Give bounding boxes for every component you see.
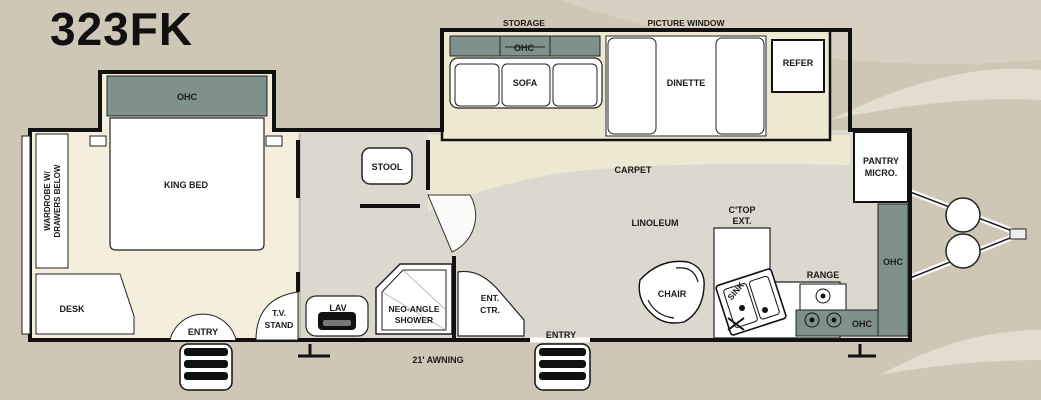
- storage-label: STORAGE: [503, 18, 545, 28]
- shower-label-line1: NEO-ANGLE: [389, 304, 440, 314]
- lav-label: LAV: [329, 303, 346, 313]
- propane-tank: [945, 197, 981, 233]
- refrigerator: [771, 39, 825, 93]
- ohc-bed-label: OHC: [177, 92, 198, 102]
- pantry-microwave: [853, 131, 909, 203]
- king-bed: [109, 117, 265, 251]
- kitchen-ohc: [795, 309, 879, 337]
- linoleum-label: LINOLEUM: [632, 218, 679, 228]
- picture-window-label: PICTURE WINDOW: [648, 18, 726, 28]
- desk-label: DESK: [59, 304, 85, 314]
- entry-door-bedroom: [169, 313, 237, 341]
- nightstand: [265, 135, 283, 147]
- propane-tank: [945, 233, 981, 269]
- slideout: [440, 28, 832, 142]
- entry-steps-bedroom: [179, 343, 233, 391]
- ctop-label-line2: EXT.: [732, 216, 751, 226]
- ohc-kitchen-label: OHC: [852, 319, 873, 329]
- range-label: RANGE: [807, 270, 840, 280]
- stool-label: STOOL: [372, 162, 403, 172]
- ent-label-line1: ENT.: [481, 293, 499, 303]
- dinette-label: DINETTE: [667, 78, 706, 88]
- range: [799, 283, 847, 311]
- sofa-label: SOFA: [513, 78, 538, 88]
- refer-label: REFER: [783, 58, 814, 68]
- tv-label-line1: T.V.: [272, 308, 286, 318]
- ohc-top-label: OHC: [514, 43, 535, 53]
- awning-label: 21' AWNING: [412, 355, 463, 365]
- sofa: [449, 57, 603, 109]
- recliner-chair: [638, 260, 705, 324]
- chair-label: CHAIR: [658, 289, 687, 299]
- hitch: [903, 187, 1027, 283]
- ohc-cabinet: [449, 35, 601, 57]
- pantry-label-line1: PANTRY: [863, 156, 899, 166]
- wardrobe-label-line2: DRAWERS BELOW: [53, 164, 62, 237]
- toilet: [361, 147, 413, 185]
- wardrobe-label-line1: WARDROBE W/: [43, 170, 52, 230]
- rear-window: [21, 135, 31, 335]
- kitchen-sink: [715, 268, 787, 336]
- ent-label-line2: CTR.: [480, 305, 500, 315]
- model-number: 323FK: [50, 3, 194, 55]
- pantry-label-line2: MICRO.: [865, 168, 898, 178]
- bedroom-ohc: [106, 75, 268, 117]
- ohc-right-label: OHC: [883, 257, 904, 267]
- entry-steps-main: [534, 343, 591, 391]
- entry-bed-label: ENTRY: [188, 327, 218, 337]
- tv-label-line2: STAND: [265, 320, 294, 330]
- tv-stand: [255, 291, 299, 341]
- king-bed-label: KING BED: [164, 180, 209, 190]
- entry-main-label: ENTRY: [546, 330, 576, 340]
- carpet-label: CARPET: [614, 165, 652, 175]
- nightstand: [89, 135, 107, 147]
- entertainment-center: [457, 270, 525, 337]
- dinette: [605, 35, 767, 137]
- neo-angle-shower: [375, 263, 453, 335]
- front-ohc: [877, 203, 909, 337]
- desk: [35, 273, 135, 335]
- bath-door: [427, 194, 477, 253]
- wardrobe: [35, 133, 69, 269]
- shower-label-line2: SHOWER: [395, 315, 433, 325]
- ctop-label-line1: C'TOP: [729, 205, 756, 215]
